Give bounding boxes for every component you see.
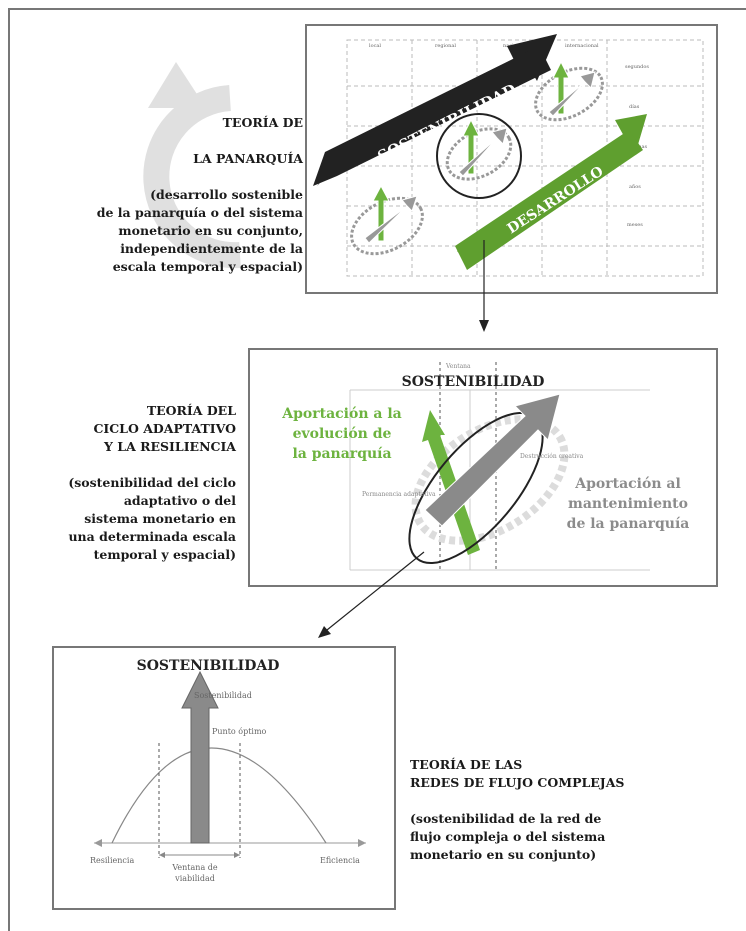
- redes-heading: SOSTENIBILIDAD: [137, 658, 280, 674]
- time-label-5: meses: [627, 222, 643, 228]
- ciclo-gray-text: Aportación al mantenimiento de la panarq…: [566, 476, 690, 532]
- permanencia-label: Permanencia adaptativa: [362, 491, 436, 498]
- time-label-2: días: [629, 103, 640, 110]
- focus-circle: [436, 113, 522, 199]
- scale-label-regional: regional: [435, 43, 456, 49]
- green-evolution-arrow: [422, 410, 480, 555]
- ciclo-title: TEORÍA DEL CICLO ADAPTATIVO Y LA RESILIE…: [93, 403, 236, 454]
- ciclo-heading: SOSTENIBILIDAD: [402, 374, 545, 390]
- arrow-label: Sostenibilidad: [194, 691, 252, 700]
- panarquia-diagram: local regional nacional internacional se…: [313, 34, 704, 277]
- ciclo-label: TEORÍA DEL CICLO ADAPTATIVO Y LA RESILIE…: [40, 384, 236, 582]
- outer-frame: [8, 8, 746, 931]
- panarquia-label-fg: TEORÍA DE LA PANARQUÍA (desarrollo soste…: [96, 115, 303, 274]
- redes-label: TEORÍA DE LAS REDES DE FLUJO COMPLEJAS (…: [410, 738, 690, 882]
- time-label-1: segundos: [625, 64, 649, 70]
- ciclo-diagram: Ventana SOSTENIBILIDAD Permanencia adapt…: [349, 362, 650, 571]
- window-label: Ventana de viabilidad: [172, 863, 218, 883]
- peak-label: Punto óptimo: [212, 727, 267, 736]
- redes-description: (sostenibilidad de la red de flujo compl…: [410, 811, 606, 862]
- x-right-label: Eficiencia: [320, 856, 360, 865]
- redes-diagram-panel: SOSTENIBILIDAD Sostenibilidad Punto ópti…: [52, 646, 396, 910]
- faint-cycle: [411, 415, 569, 545]
- viability-curve: [111, 747, 327, 844]
- small-cycle-arrows: [364, 60, 596, 244]
- scale-label-internacional: internacional: [565, 43, 599, 49]
- panarquia-diagram-panel: local regional nacional internacional se…: [305, 24, 718, 294]
- cycle-ellipses: [350, 66, 604, 256]
- ciclo-green-text: Aportación a la evolución de la panarquí…: [282, 406, 402, 462]
- destruccion-label: Destrucción creativa: [520, 453, 584, 460]
- scale-label-local: local: [369, 43, 381, 49]
- redes-title: TEORÍA DE LAS REDES DE FLUJO COMPLEJAS: [410, 757, 625, 790]
- redes-diagram: SOSTENIBILIDAD Sostenibilidad Punto ópti…: [90, 658, 366, 865]
- x-left-label: Resiliencia: [90, 856, 134, 865]
- gray-maintenance-arrow: [424, 393, 561, 527]
- ciclo-diagram-panel: Ventana SOSTENIBILIDAD Permanencia adapt…: [248, 348, 718, 587]
- time-label-4: años: [629, 183, 641, 190]
- ciclo-description: (sostenibilidad del ciclo adaptativo o d…: [68, 475, 236, 562]
- ventana-tiny: Ventana: [445, 363, 471, 370]
- sostenibilidad-vertical-arrow: [181, 670, 219, 844]
